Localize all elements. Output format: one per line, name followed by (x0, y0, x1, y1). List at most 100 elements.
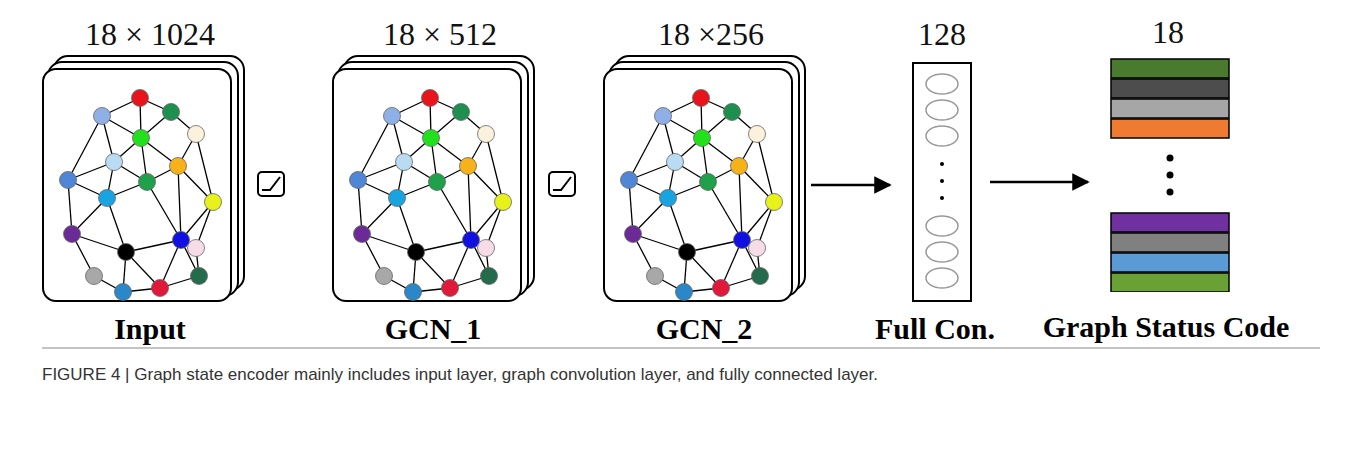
layer-name: Full Con. (875, 314, 995, 344)
graph-vertex (191, 268, 208, 285)
graph-picture (334, 70, 524, 304)
graph-vertex (86, 268, 103, 285)
graph-edge (739, 166, 742, 240)
graph-edge (437, 182, 471, 240)
code-bar (1111, 59, 1229, 78)
graph-edge (708, 182, 742, 240)
graph-vertex (99, 190, 116, 207)
code-bar (1111, 79, 1229, 98)
code-bar (1111, 119, 1229, 138)
graph-vertex (731, 158, 748, 175)
graph-vertex (694, 130, 711, 147)
fully-connected-layer: 128Full Con. (912, 62, 972, 302)
graph-vertex (115, 284, 132, 301)
graph-edge (68, 116, 102, 180)
graph-edge (178, 166, 181, 240)
ellipsis-dot (1167, 155, 1174, 162)
graph-vertex (133, 130, 150, 147)
neuron (926, 126, 958, 146)
ellipsis-dot (940, 179, 944, 183)
graph-vertex (94, 108, 111, 125)
ellipsis-dot (1167, 189, 1174, 196)
dimension-label: 18 ×256 (658, 18, 764, 50)
graph-vertex (749, 126, 766, 143)
graph-vertex (64, 226, 81, 243)
graph-vertex (713, 280, 730, 297)
neuron (926, 242, 958, 262)
graph-vertex (60, 172, 77, 189)
graph-picture (44, 70, 234, 304)
graph-vertex (188, 126, 205, 143)
ellipsis-dot (940, 162, 944, 166)
status-code: 18Graph Status Code (1110, 58, 1230, 292)
layer-name: Graph Status Code (1043, 312, 1290, 342)
graph-vertex (460, 158, 477, 175)
neuron (926, 74, 958, 94)
graph-vertex (173, 232, 190, 249)
code-bar (1111, 213, 1229, 232)
dimension-label: 18 × 512 (383, 18, 497, 50)
graph-vertex (106, 154, 123, 171)
graph-vertex (625, 226, 642, 243)
graph-vertex (621, 172, 638, 189)
ellipsis-dot (1167, 172, 1174, 179)
graph-vertex (693, 90, 710, 107)
graph-vertex (132, 90, 149, 107)
graph-vertex (152, 280, 169, 297)
graph-vertex (170, 158, 187, 175)
layer-name: GCN_1 (385, 314, 482, 344)
code-bar (1111, 99, 1229, 118)
neuron (926, 268, 958, 288)
dimension-label: 18 (1152, 16, 1184, 48)
graph-vertex (408, 244, 425, 261)
graph-vertex (734, 232, 751, 249)
graph-panel: 18 × 512GCN_1 (332, 68, 522, 302)
graph-vertex (453, 104, 470, 121)
ellipsis-dot (940, 196, 944, 200)
graph-vertex (676, 284, 693, 301)
neuron (926, 216, 958, 236)
graph-vertex (384, 108, 401, 125)
graph-vertex (405, 284, 422, 301)
graph-edge (358, 116, 392, 180)
graph-vertex (679, 244, 696, 261)
fc-picture (914, 64, 974, 304)
graph-vertex (188, 240, 205, 257)
graph-vertex (481, 268, 498, 285)
figure-caption: FIGURE 4 | Graph state encoder mainly in… (42, 364, 1332, 386)
arrow-connector (990, 181, 1088, 184)
graph-edge (147, 182, 181, 240)
graph-vertex (423, 130, 440, 147)
graph-vertex (660, 190, 677, 207)
graph-vertex (478, 126, 495, 143)
graph-vertex (647, 268, 664, 285)
graph-picture (605, 70, 795, 304)
graph-edge (468, 166, 471, 240)
code-bar (1111, 273, 1229, 292)
graph-vertex (376, 268, 393, 285)
layer-name: GCN_2 (656, 314, 753, 344)
dimension-label: 18 × 1024 (85, 18, 215, 50)
graph-vertex (463, 232, 480, 249)
graph-vertex (766, 194, 783, 211)
neuron (926, 100, 958, 120)
layer-name: Input (114, 314, 186, 344)
graph-panel: 18 × 1024Input (42, 68, 232, 302)
graph-vertex (163, 104, 180, 121)
graph-vertex (422, 90, 439, 107)
caption-rule (42, 348, 1320, 349)
graph-edge (629, 116, 663, 180)
graph-vertex (354, 226, 371, 243)
graph-edge (757, 134, 774, 202)
code-bar (1111, 253, 1229, 272)
graph-vertex (478, 240, 495, 257)
graph-vertex (495, 194, 512, 211)
graph-edge (486, 134, 503, 202)
graph-vertex (429, 174, 446, 191)
graph-edge (196, 134, 213, 202)
graph-vertex (700, 174, 717, 191)
graph-vertex (667, 154, 684, 171)
graph-vertex (118, 244, 135, 261)
graph-vertex (139, 174, 156, 191)
